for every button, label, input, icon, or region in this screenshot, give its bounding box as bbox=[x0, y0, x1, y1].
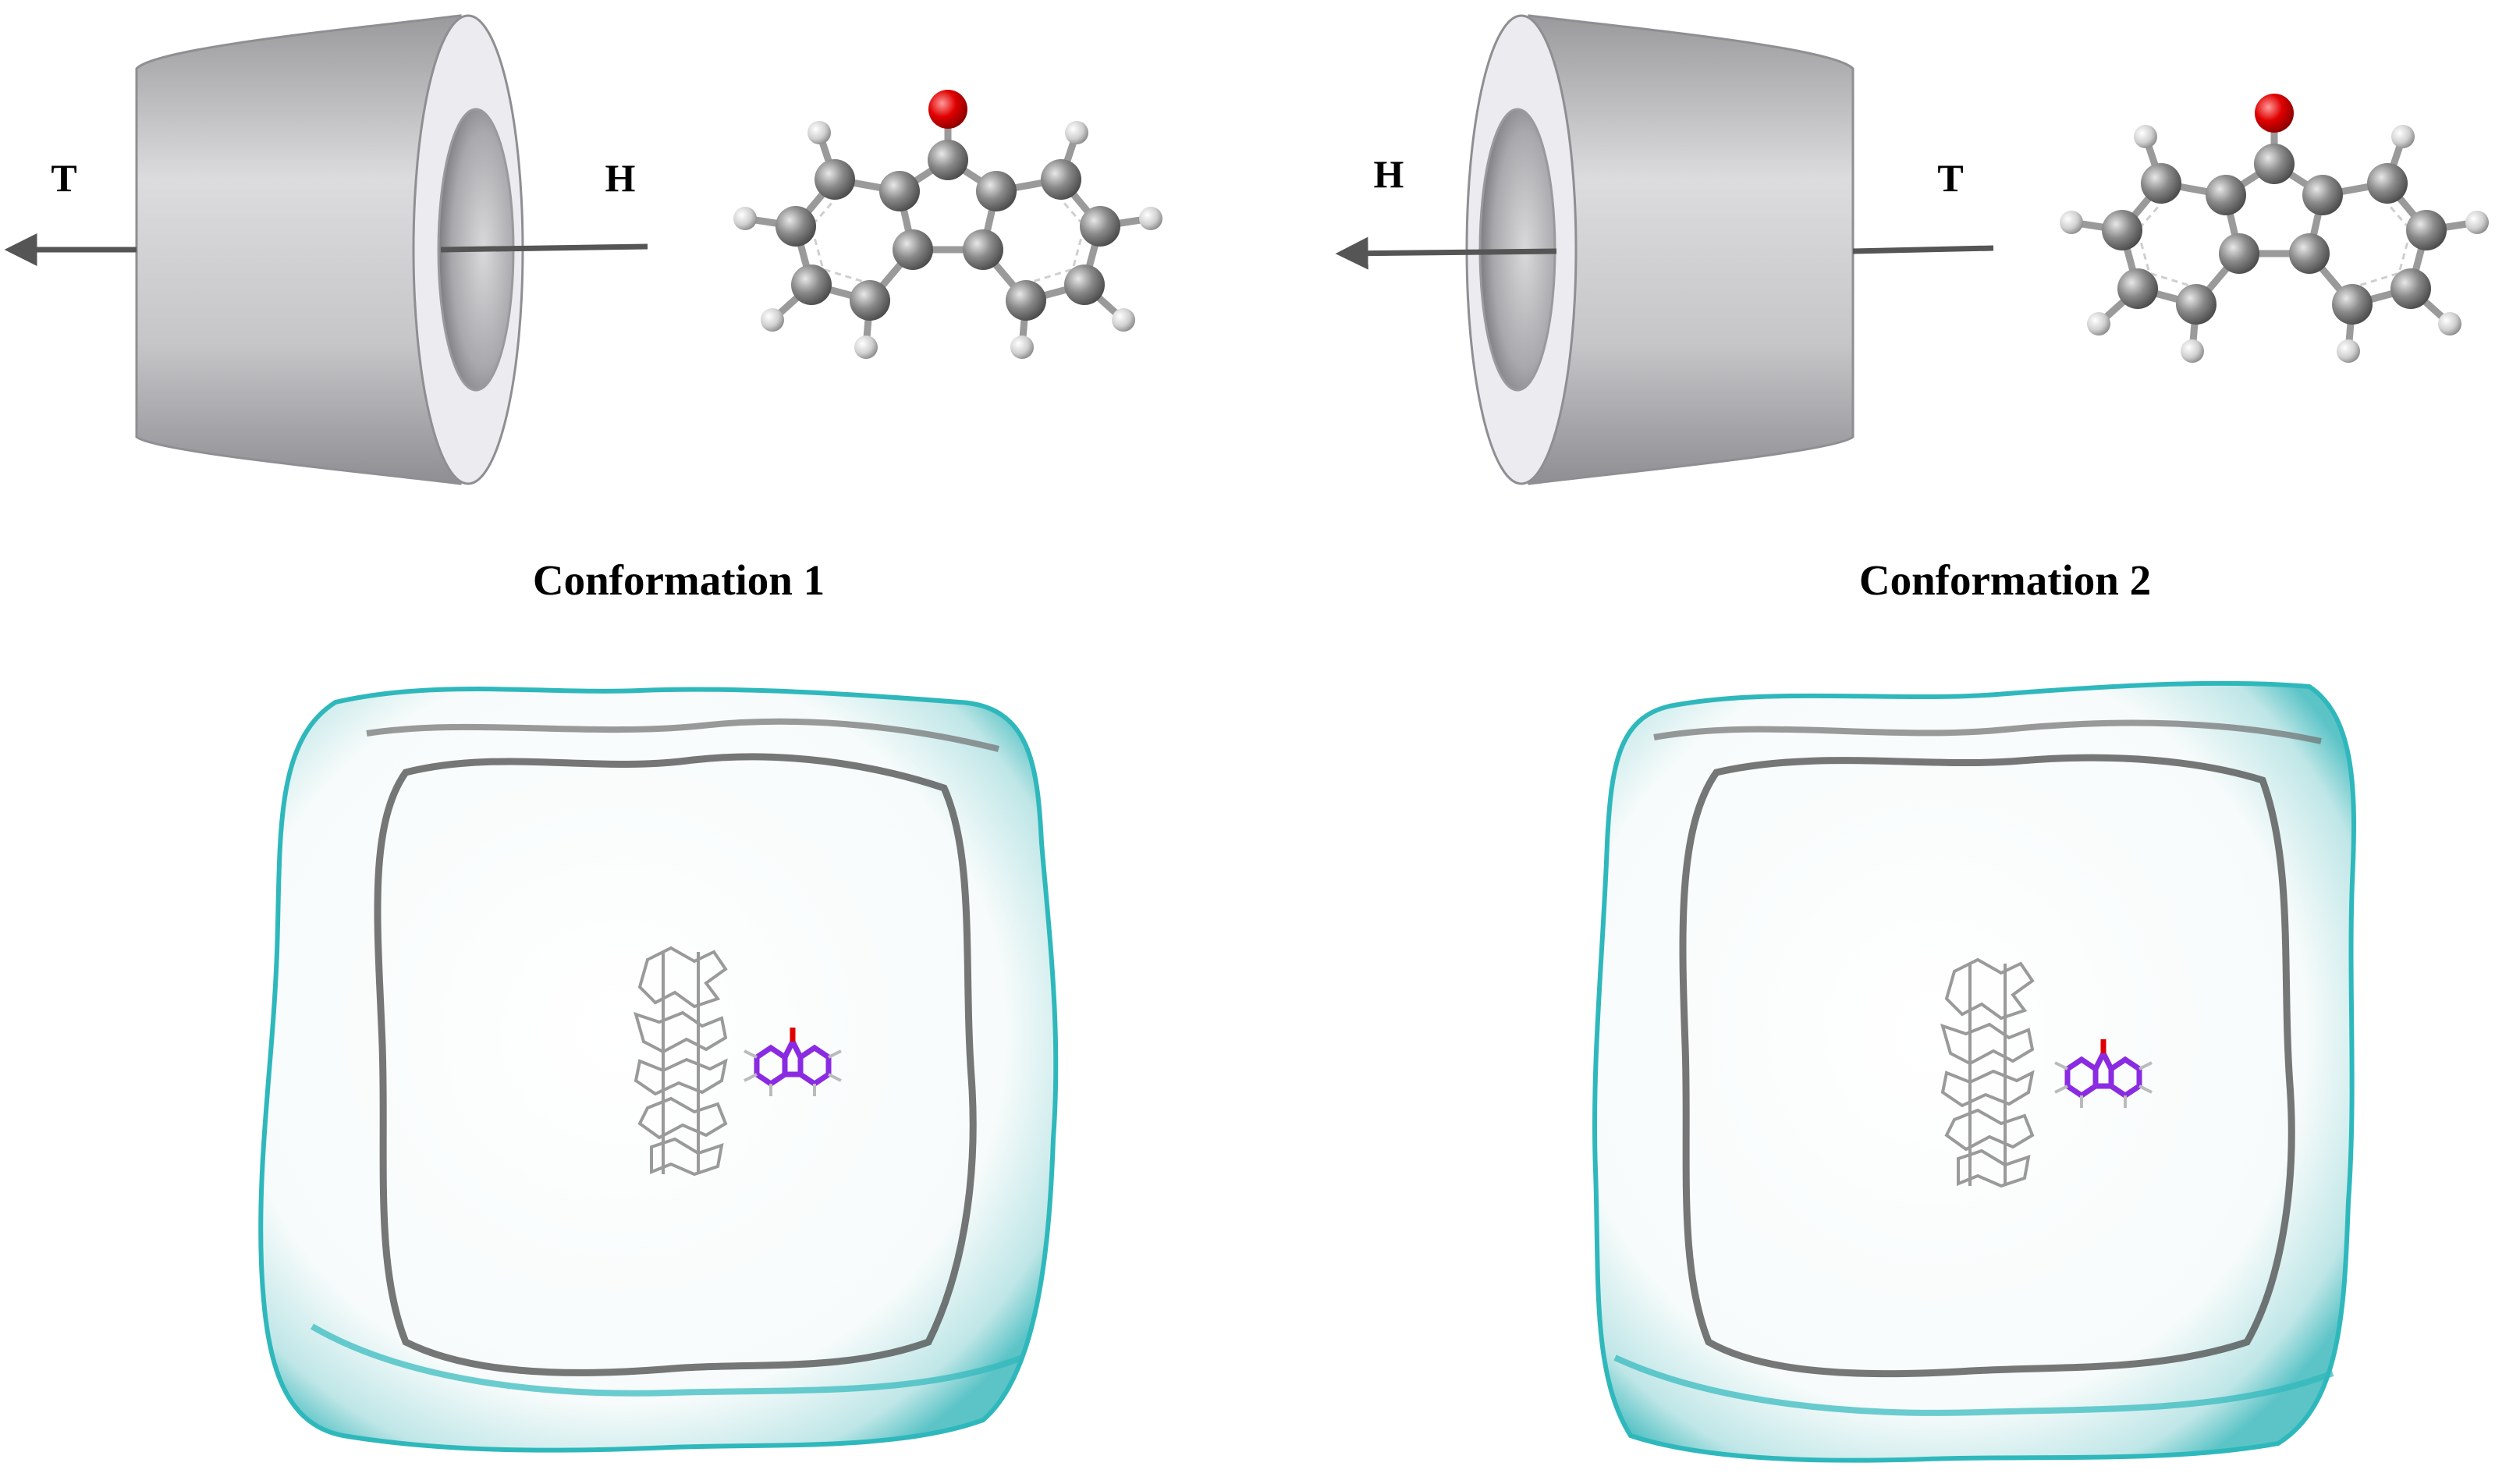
molecular-surface-icon bbox=[1592, 680, 2356, 1463]
surface-inner-rim-icon bbox=[1679, 754, 2295, 1378]
surface-inner-rim-icon bbox=[374, 753, 977, 1376]
fluorenone-molecule-icon bbox=[2060, 94, 2489, 363]
panel-2-surface bbox=[1592, 680, 2356, 1463]
arrow-left-icon bbox=[1335, 236, 1557, 270]
panel-1-schematic: T H bbox=[4, 14, 1162, 485]
left-end-label: T bbox=[51, 156, 76, 200]
panel-2-title: Conformation 2 bbox=[1859, 556, 2151, 604]
axis-line-icon bbox=[1852, 245, 1994, 254]
fluorenone-molecule-icon bbox=[733, 90, 1162, 359]
axis-line-icon bbox=[440, 243, 648, 253]
panel-1-title: Conformation 1 bbox=[533, 556, 825, 604]
left-end-label: H bbox=[1374, 152, 1404, 196]
right-end-label: H bbox=[605, 156, 636, 200]
panel-1-surface bbox=[258, 687, 1059, 1453]
cyclodextrin-cone-icon bbox=[135, 14, 524, 485]
right-end-label: T bbox=[1937, 156, 1963, 200]
panel-2-schematic: H T bbox=[1335, 14, 2489, 485]
